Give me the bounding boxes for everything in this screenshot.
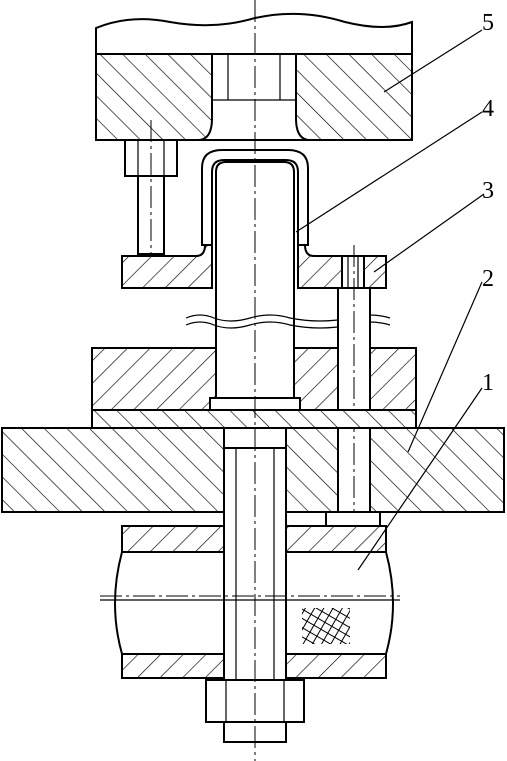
callout-4: 4 — [482, 96, 494, 122]
leader-1 — [357, 387, 483, 571]
leader-3 — [373, 193, 485, 273]
callout-2: 2 — [482, 266, 494, 292]
callout-5: 5 — [482, 10, 494, 36]
callout-3: 3 — [482, 178, 494, 204]
die-block — [91, 347, 417, 429]
leader-5 — [383, 29, 483, 93]
ejector-pin — [337, 245, 371, 540]
upper-shoe — [95, 12, 413, 141]
guide-screw — [124, 120, 178, 270]
callout-1: 1 — [482, 370, 494, 396]
cushion-break-line — [100, 595, 400, 601]
leader-4 — [295, 111, 483, 233]
leader-2 — [407, 281, 483, 453]
cushion-assembly — [114, 511, 394, 679]
leader-lines — [295, 29, 485, 571]
